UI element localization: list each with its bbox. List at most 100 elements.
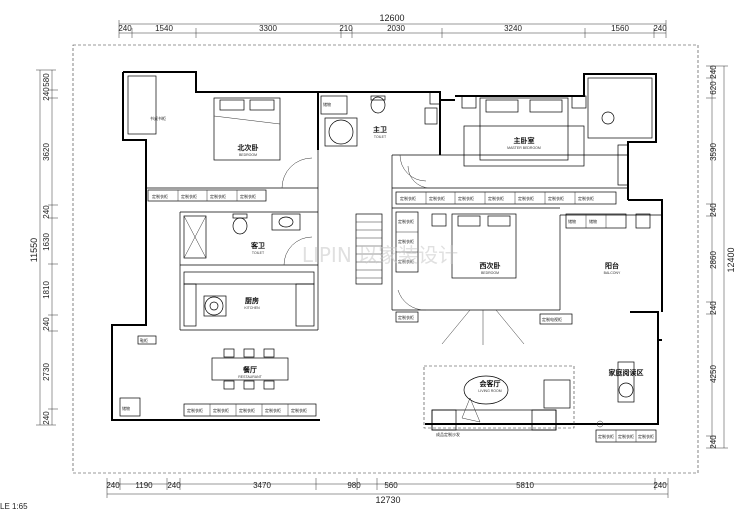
right-dim-8: 240 <box>709 435 718 449</box>
bottom-dim-6: 560 <box>384 481 398 490</box>
scale-label: LE 1:65 <box>0 502 28 511</box>
top-dim-8: 240 <box>653 24 667 33</box>
room-family-reading: 家庭阅读区 <box>609 368 644 377</box>
bottom-dimension-line: 240 1190 240 3470 980 560 5810 240 12730 <box>106 478 669 505</box>
bottom-dim-7: 5810 <box>516 481 534 490</box>
cab-label-17: 定制衣柜 <box>213 407 229 413</box>
site-boundary <box>72 44 699 474</box>
bottom-total-dim: 12730 <box>375 495 400 505</box>
cab-label-tv-west: 定制电视柜 <box>542 316 562 322</box>
left-dim-8: 2730 <box>42 363 51 381</box>
cab-label-19: 定制衣柜 <box>265 407 281 413</box>
top-dim-6: 3240 <box>504 24 522 33</box>
left-dim-1: 580 <box>42 73 51 87</box>
cab-label-8: 定制衣柜 <box>488 195 504 201</box>
cab-label-16: 定制衣柜 <box>187 407 203 413</box>
cab-label-20: 定制衣柜 <box>291 407 307 413</box>
second-bedroom-bed <box>213 97 281 161</box>
room-second-bedroom-sub: BEDROOM <box>239 153 257 157</box>
cab-balcony-2: 储物 <box>589 218 597 224</box>
cab-balcony-1: 储物 <box>568 218 576 224</box>
bottom-dim-2: 1190 <box>135 481 153 490</box>
right-dim-5: 2860 <box>709 251 718 269</box>
cab-label-2: 定制衣柜 <box>181 193 197 199</box>
exterior-walls <box>111 71 663 425</box>
balcony-cabinets: 储物 储物 <box>565 213 651 229</box>
left-total-dim: 11550 <box>29 238 39 262</box>
cab-label-6: 定制衣柜 <box>429 195 445 201</box>
left-dim-2: 240 <box>42 87 51 101</box>
room-master-bathroom: 主卫 <box>373 125 387 134</box>
cab-label-18: 定制衣柜 <box>239 407 255 413</box>
bottom-dim-8: 240 <box>653 481 667 490</box>
room-dining: 餐厅 <box>242 365 257 374</box>
bottom-dim-4: 3470 <box>253 481 271 490</box>
top-dim-1: 240 <box>118 24 132 33</box>
right-dimension-line: 240 620 3590 240 2860 240 4250 240 12400 <box>706 65 736 449</box>
cab-label-12: 定制衣柜 <box>398 218 414 224</box>
cab-sofa-label: 成品定制沙发 <box>436 431 460 437</box>
room-dining-sub: RESTAURANT <box>238 375 262 379</box>
wardrobe-strip-master-bedroom: 定制衣柜 定制衣柜 定制衣柜 定制衣柜 定制衣柜 定制衣柜 定制衣柜 <box>395 191 617 205</box>
cab-label-15: 定制衣柜 <box>398 314 414 320</box>
room-master-bedroom: 主卧室 <box>514 136 535 145</box>
kitchen-counters <box>183 271 315 327</box>
cab-label-22: 定制衣柜 <box>618 433 634 439</box>
top-dim-2: 1540 <box>155 24 173 33</box>
left-dimension-line: 11550 580 240 3620 240 1630 1810 240 273… <box>29 69 58 426</box>
cab-label-23: 定制衣柜 <box>638 433 654 439</box>
room-third-bedroom-sub: BEDROOM <box>481 271 499 275</box>
right-dim-1: 240 <box>709 65 718 79</box>
third-bedroom-bed: 定制衣柜 定制衣柜 定制衣柜 定制衣柜 定制电视柜 <box>395 211 573 325</box>
bottom-dim-3: 240 <box>167 481 181 490</box>
left-dim-9: 240 <box>42 411 51 425</box>
cab-master-bath: 储物 <box>323 101 331 107</box>
room-balcony-sub: BALCONY <box>604 271 621 275</box>
room-kitchen: 厨房 <box>245 296 259 305</box>
cab-label-5: 定制衣柜 <box>400 195 416 201</box>
cab-label-7: 定制衣柜 <box>458 195 474 201</box>
cab-storage-label: 储物 <box>122 405 130 411</box>
right-dim-7: 4250 <box>709 365 718 383</box>
room-third-bedroom: 西次卧 <box>480 261 501 270</box>
master-bedroom-bed <box>461 95 629 186</box>
room-balcony: 阳台 <box>605 261 619 270</box>
top-dim-3: 3300 <box>259 24 277 33</box>
room-guest-bathroom: 客卫 <box>250 241 265 250</box>
right-dim-3: 3590 <box>709 143 718 161</box>
cab-label-3: 定制衣柜 <box>210 193 226 199</box>
door-swing-3 <box>397 289 427 311</box>
left-dim-3: 3620 <box>42 143 51 161</box>
top-dim-7: 1560 <box>611 24 629 33</box>
room-guest-bathroom-sub: TOILET <box>252 251 265 255</box>
room-second-bedroom: 北次卧 <box>238 143 259 152</box>
left-dim-4: 240 <box>42 205 51 219</box>
left-dim-6: 1810 <box>42 281 51 299</box>
door-swing-4 <box>399 154 427 182</box>
top-total-dim: 12600 <box>379 13 404 23</box>
right-dim-6: 240 <box>709 301 718 315</box>
left-dim-5: 1630 <box>42 233 51 251</box>
wardrobe-strip-living: 定制衣柜 定制衣柜 定制衣柜 <box>595 429 657 443</box>
dining-table-set <box>211 348 289 390</box>
shoe-cabinet <box>137 335 157 345</box>
top-dim-5: 2030 <box>387 24 405 33</box>
cab-label-13: 定制衣柜 <box>398 238 414 244</box>
guest-bathroom-fixtures <box>183 213 301 259</box>
right-dim-2: 620 <box>709 81 718 95</box>
cab-label-1: 定制衣柜 <box>152 193 168 199</box>
door-swing-1 <box>281 157 313 189</box>
right-total-dim: 12400 <box>726 247 736 272</box>
cab-label-10: 定制衣柜 <box>548 195 564 201</box>
wardrobe-strip-dining: 定制衣柜 定制衣柜 定制衣柜 定制衣柜 定制衣柜 <box>183 403 317 417</box>
cab-label-9: 定制衣柜 <box>518 195 534 201</box>
bottom-dim-1: 240 <box>106 481 120 490</box>
cab-label-14: 定制衣柜 <box>398 258 414 264</box>
room-master-bathroom-sub: TOILET <box>374 135 387 139</box>
staircase <box>355 213 383 285</box>
desk-label-nw: 书桌书柜 <box>150 115 166 121</box>
room-kitchen-sub: KITCHEN <box>244 306 260 310</box>
wardrobe-strip-north-bedroom: 定制衣柜 定制衣柜 定制衣柜 定制衣柜 <box>147 189 267 202</box>
left-dim-7: 240 <box>42 317 51 331</box>
